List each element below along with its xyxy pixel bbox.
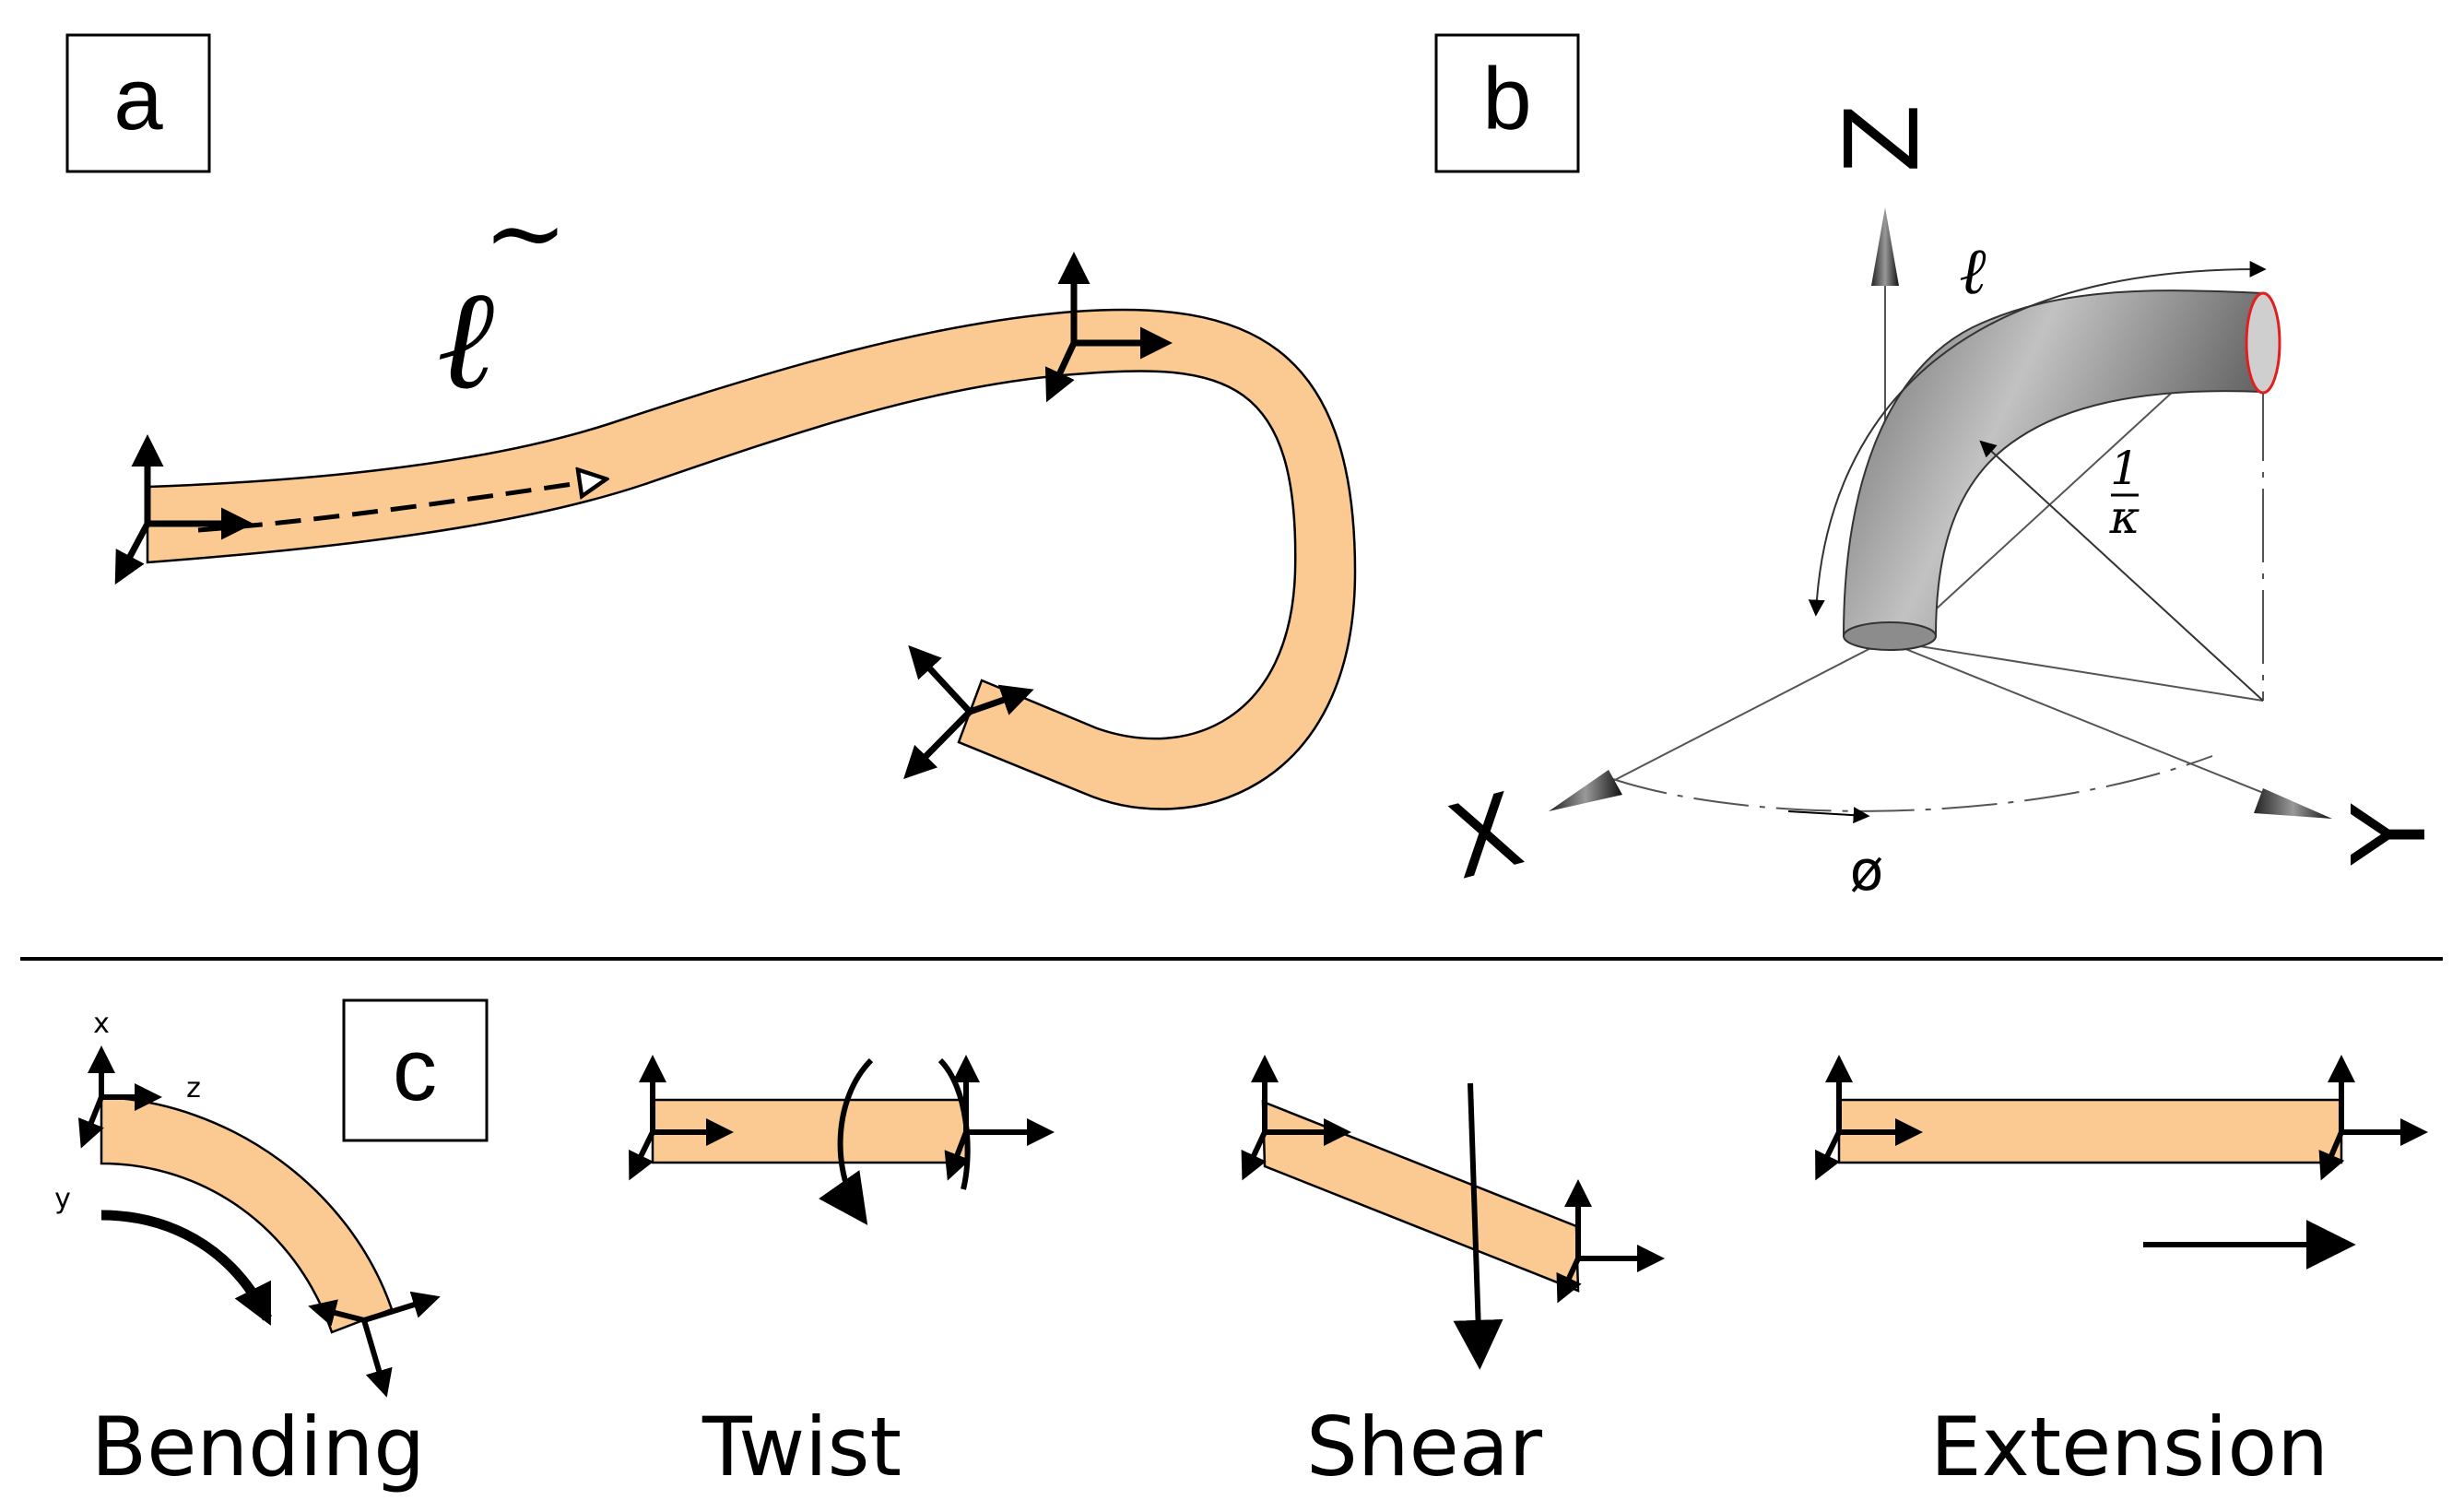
frame-y-label: y <box>54 1183 71 1215</box>
azimuth-label: ø <box>1850 839 1884 904</box>
mode-shear: Shear <box>1241 1055 1665 1494</box>
z-axis-label: Z <box>1823 103 1941 172</box>
y-axis-cone <box>2254 788 2332 819</box>
rod-a <box>146 308 1357 810</box>
mode-label-shear: Shear <box>1306 1400 1543 1494</box>
radius-denominator: κ <box>2109 490 2140 544</box>
frame-x-label: x <box>93 1008 110 1040</box>
tube-base <box>1843 621 1937 651</box>
x-axis-cone <box>1549 770 1622 811</box>
panel-c-label: c <box>393 1021 437 1119</box>
arc-length-symbol: ℓ <box>437 260 494 420</box>
azimuth-arrow <box>1787 807 1870 824</box>
panel-c-label-box <box>342 998 489 1142</box>
mode-twist: Twist <box>629 1055 1055 1494</box>
panel-a-label-box <box>65 33 211 173</box>
y-axis-label: Y <box>2330 803 2448 867</box>
arc-length-guide <box>1808 260 2267 617</box>
panel-b-label: b <box>1482 50 1531 148</box>
frame-start <box>114 434 253 585</box>
mode-label-twist: Twist <box>701 1400 902 1494</box>
bent-tube <box>1842 289 2264 637</box>
panel-b-label-box <box>1434 33 1580 173</box>
mode-bending: x z y Bending <box>54 1008 441 1494</box>
radius-arrow <box>1979 440 2264 702</box>
panel-a-label: a <box>113 50 163 148</box>
arc-length-label: ℓ <box>1959 233 1986 309</box>
tilde-accent: ~ <box>483 173 568 291</box>
mode-extension: Extension <box>1815 1055 2428 1494</box>
panel-c: c x z y Bending <box>54 998 2428 1494</box>
panel-a: a ℓ ~ <box>65 33 1357 810</box>
mode-label-extension: Extension <box>1930 1400 2328 1494</box>
x-axis-label: X <box>1436 771 1534 903</box>
mode-label-bending: Bending <box>91 1400 425 1494</box>
twist-arrow <box>819 1057 874 1225</box>
frame-mid <box>1044 252 1173 403</box>
bending-arrow <box>100 1210 272 1326</box>
radius-numerator: 1 <box>2110 442 2140 495</box>
twist-arrow-far <box>937 1057 971 1190</box>
tube-end <box>2245 291 2281 395</box>
frame-z-label: z <box>186 1072 201 1104</box>
panel-b: b Z X Y ℓ 1 κ ø <box>1434 33 2448 904</box>
frame-end <box>903 644 1034 779</box>
z-axis-cone <box>1871 207 1899 286</box>
shear-arrow <box>1453 1082 1503 1370</box>
